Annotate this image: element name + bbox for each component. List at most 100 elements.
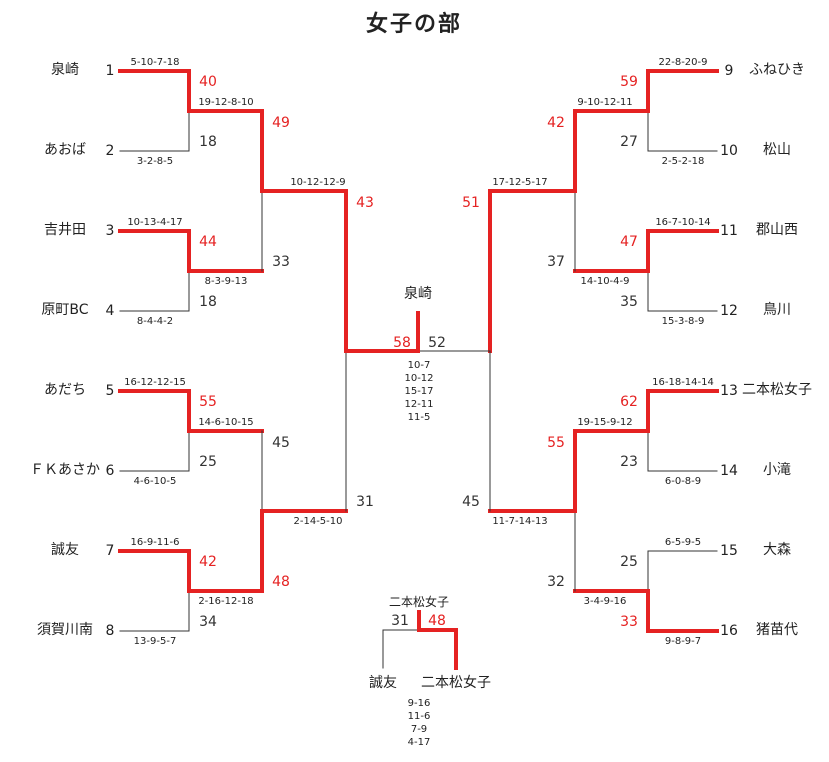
third-place-set-score: 4-17 xyxy=(407,737,431,748)
set-scores: 2-14-5-10 xyxy=(293,516,343,527)
team-name: 二本松女子 xyxy=(742,382,812,398)
match-score: 33 xyxy=(272,254,290,270)
team-name: 泉崎 xyxy=(51,62,79,78)
set-scores: 11-7-14-13 xyxy=(492,516,548,527)
team-seed: 15 xyxy=(720,543,738,559)
team-seed: 12 xyxy=(720,303,738,319)
match-score: 51 xyxy=(462,195,480,211)
final-set-score: 15-17 xyxy=(404,386,434,397)
match-score: 43 xyxy=(356,195,374,211)
set-scores: 6-0-8-9 xyxy=(664,476,702,487)
set-scores: 15-3-8-9 xyxy=(661,316,705,327)
final-set-score: 10-7 xyxy=(407,360,431,371)
match-score: 25 xyxy=(620,554,638,570)
team-name: 猪苗代 xyxy=(756,622,798,638)
match-score: 25 xyxy=(199,454,217,470)
match-score: 45 xyxy=(462,494,480,510)
team-name: あだち xyxy=(44,382,86,398)
set-scores: 3-4-9-16 xyxy=(583,596,627,607)
match-score: 31 xyxy=(391,613,409,629)
match-score: 55 xyxy=(547,435,565,451)
match-score: 59 xyxy=(620,74,638,90)
champion-name: 泉崎 xyxy=(404,286,432,302)
team-seed: 16 xyxy=(720,623,738,639)
match-score: 35 xyxy=(620,294,638,310)
match-score: 49 xyxy=(272,115,290,131)
team-seed: 2 xyxy=(105,143,115,159)
team-seed: 3 xyxy=(105,223,115,239)
match-score: 23 xyxy=(620,454,638,470)
third-place-team: 二本松女子 xyxy=(421,675,491,691)
match-score: 44 xyxy=(199,234,217,250)
set-scores: 3-2-8-5 xyxy=(136,156,174,167)
set-scores: 10-13-4-17 xyxy=(127,217,183,228)
set-scores: 16-9-11-6 xyxy=(130,537,180,548)
match-score: 18 xyxy=(199,134,217,150)
team-name: ＦＫあさか xyxy=(30,462,100,478)
team-name: 鳥川 xyxy=(763,302,791,318)
match-score: 42 xyxy=(547,115,565,131)
team-seed: 8 xyxy=(105,623,115,639)
set-scores: 14-10-4-9 xyxy=(580,276,630,287)
third-place-set-score: 9-16 xyxy=(407,698,431,709)
team-seed: 7 xyxy=(105,543,115,559)
third-place-set-score: 11-6 xyxy=(407,711,431,722)
set-scores: 5-10-7-18 xyxy=(130,57,180,68)
match-score: 27 xyxy=(620,134,638,150)
team-name: 吉井田 xyxy=(44,222,86,238)
team-seed: 14 xyxy=(720,463,738,479)
set-scores: 2-16-12-18 xyxy=(198,596,254,607)
set-scores: 17-12-5-17 xyxy=(492,177,548,188)
team-name: 小滝 xyxy=(763,462,791,478)
match-score: 40 xyxy=(199,74,217,90)
team-seed: 1 xyxy=(105,63,115,79)
match-score: 48 xyxy=(428,613,446,629)
match-score: 32 xyxy=(547,574,565,590)
set-scores: 13-9-5-7 xyxy=(133,636,177,647)
match-score: 33 xyxy=(620,614,638,630)
team-name: あおば xyxy=(44,142,86,158)
team-seed: 11 xyxy=(720,223,738,239)
team-seed: 13 xyxy=(720,383,738,399)
match-score: 47 xyxy=(620,234,638,250)
set-scores: 22-8-20-9 xyxy=(658,57,708,68)
set-scores: 16-18-14-14 xyxy=(652,377,714,388)
team-seed: 5 xyxy=(105,383,115,399)
set-scores: 9-10-12-11 xyxy=(577,97,633,108)
team-name: 須賀川南 xyxy=(37,622,93,638)
final-set-score: 11-5 xyxy=(407,412,431,423)
match-score: 45 xyxy=(272,435,290,451)
set-scores: 19-15-9-12 xyxy=(577,417,633,428)
set-scores: 14-6-10-15 xyxy=(198,417,254,428)
set-scores: 6-5-9-5 xyxy=(664,537,702,548)
set-scores: 10-12-12-9 xyxy=(290,177,346,188)
team-name: 原町BC xyxy=(41,302,89,318)
final-set-score: 10-12 xyxy=(404,373,434,384)
match-score: 55 xyxy=(199,394,217,410)
team-name: 松山 xyxy=(763,142,791,158)
set-scores: 8-3-9-13 xyxy=(204,276,248,287)
third-place-winner: 二本松女子 xyxy=(388,595,450,609)
match-score: 48 xyxy=(272,574,290,590)
set-scores: 16-12-12-15 xyxy=(124,377,186,388)
third-place-set-score: 7-9 xyxy=(410,724,428,735)
team-name: 郡山西 xyxy=(756,222,798,238)
match-score: 62 xyxy=(620,394,638,410)
team-name: ふねひき xyxy=(749,62,805,78)
match-score: 18 xyxy=(199,294,217,310)
set-scores: 2-5-2-18 xyxy=(661,156,705,167)
third-place-team: 誠友 xyxy=(369,675,397,691)
set-scores: 8-4-4-2 xyxy=(136,316,174,327)
set-scores: 9-8-9-7 xyxy=(664,636,702,647)
set-scores: 19-12-8-10 xyxy=(198,97,254,108)
team-seed: 9 xyxy=(724,63,734,79)
match-score: 37 xyxy=(547,254,565,270)
team-name: 大森 xyxy=(763,542,791,558)
set-scores: 4-6-10-5 xyxy=(133,476,177,487)
team-seed: 6 xyxy=(105,463,115,479)
match-score: 52 xyxy=(428,335,446,351)
page-title: 女子の部 xyxy=(365,12,463,37)
match-score: 42 xyxy=(199,554,217,570)
final-set-score: 12-11 xyxy=(404,399,434,410)
